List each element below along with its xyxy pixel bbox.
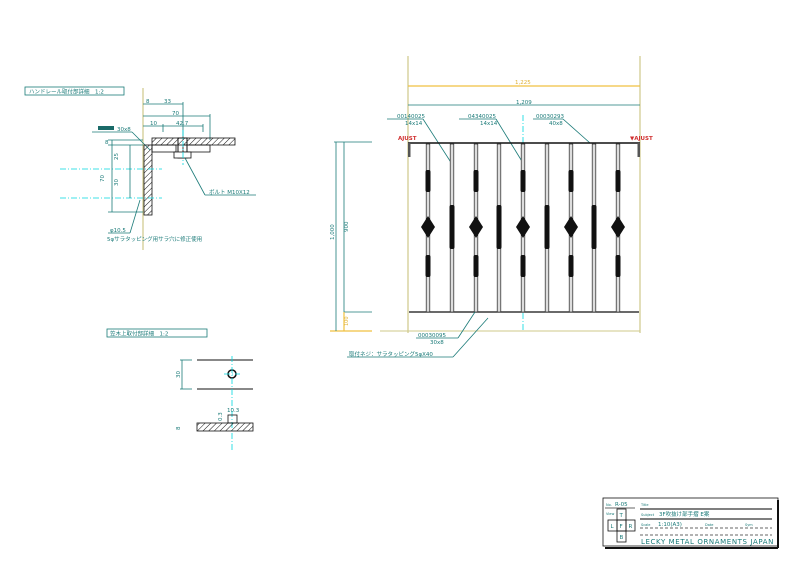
handrail-bar-section [151,137,236,146]
handrail-detail-title-box [24,86,125,96]
hole-label: φ10.5 [110,228,126,234]
view-right: R [629,524,633,530]
cap-detail-title: 笠木上取付部詳細 1:2 [110,330,168,338]
subject: 3F吹抜け部手摺 E案 [659,510,710,518]
height-rail: 900 [344,221,350,232]
cap-dim-8: 8 [176,426,182,430]
twist-ornament [591,205,597,249]
date-label: Date [705,523,713,527]
view-bottom: B [620,535,624,541]
knot-ornament [516,216,530,238]
knot-ornament [469,216,483,238]
balusters [421,143,625,313]
view-left: L [611,524,615,530]
railing-elevation: 1,225 1,209 00140025 14x14 04340025 14x1… [330,56,653,358]
adjust-right-label: ▼AJUST [630,136,653,142]
callout-code-4: 00030095 [418,333,446,339]
flat-bar-label: 30x8 [117,127,131,133]
twist-ornament [615,255,621,277]
knot-ornament [564,216,578,238]
title-block: No. R-05 Title Subject 3F吹抜け部手摺 E案 View … [602,497,779,549]
hole-note: 5φサラタッピング用サラ穴に修正使用 [107,235,202,243]
height-base: 100 [344,316,350,326]
twist-ornament [544,205,550,249]
company-name: LECKY METAL ORNAMENTS JAPAN [641,538,774,546]
handrail-detail-title: ハンドレール取付部詳細 1:2 [29,88,104,96]
dim-left-25: 25 [114,153,120,160]
bolt-label: ボルト M10X12 [209,188,250,196]
twist-ornament [520,170,526,192]
handrail-detail: ハンドレール取付部詳細 1:2 8 33 70 10 42.7 30x8 [24,86,256,250]
sym-label: Sym [745,523,753,527]
dim-70: 70 [172,111,179,117]
twist-ornament [568,170,574,192]
callout-size-2: 14x14 [480,121,498,127]
no-label: No. [606,503,612,507]
dim-left-8: 8 [105,140,109,146]
knot-ornament [421,216,435,238]
cap-dim-10-3: 10.3 [227,408,240,414]
callout-code-1: 00140025 [397,114,425,120]
cap-detail: 笠木上取付部詳細 1:2 30 10.3 0.3 8 [106,328,254,452]
callout-size-3: 40x8 [549,121,563,127]
cap-dim-30: 30 [176,371,182,378]
twist-ornament [473,170,479,192]
scale-label: Scale [641,523,650,527]
drawing-number: R-05 [615,502,628,508]
callout-code-2: 04340025 [468,114,496,120]
twist-ornament [568,255,574,277]
twist-ornament [425,255,431,277]
height-total: 1,000 [330,224,336,240]
view-label: View [606,512,614,516]
adjust-left-label: AJUST [398,136,417,142]
dim-10: 10 [150,121,157,127]
title-label: Title [640,503,649,507]
twist-ornament [520,255,526,277]
dim-left-30: 30 [114,179,120,186]
callout-size-1: 14x14 [405,121,423,127]
twist-ornament [425,170,431,192]
callout-code-3: 00030293 [536,114,564,120]
callout-size-4: 30x8 [430,340,444,346]
knot-ornament [611,216,625,238]
view-top: T [619,513,624,519]
scale: 1:10(A3) [658,522,682,528]
overall-width: 1,225 [515,80,531,86]
subject-label: Subject [641,513,655,517]
dim-33: 33 [164,99,171,105]
flat-bar-symbol [98,126,114,130]
view-front: F [620,524,623,530]
twist-ornament [449,205,455,249]
dim-8: 8 [146,99,150,105]
twist-ornament [615,170,621,192]
twist-ornament [496,205,502,249]
bracket-section [143,144,153,216]
cap-dim-0-3: 0.3 [218,412,224,421]
dim-42-7: 42.7 [176,121,189,127]
twist-ornament [473,255,479,277]
inner-width: 1,209 [516,100,532,106]
dim-left-70: 70 [100,175,106,182]
screw-note: 取付ネジ：サラタッピング5φX40 [349,350,433,358]
